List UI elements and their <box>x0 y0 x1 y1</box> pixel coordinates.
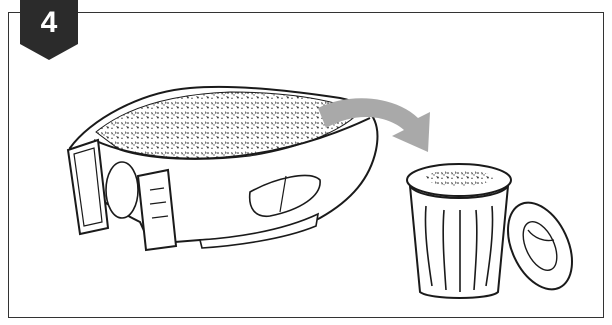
trash-can-icon <box>407 164 585 300</box>
